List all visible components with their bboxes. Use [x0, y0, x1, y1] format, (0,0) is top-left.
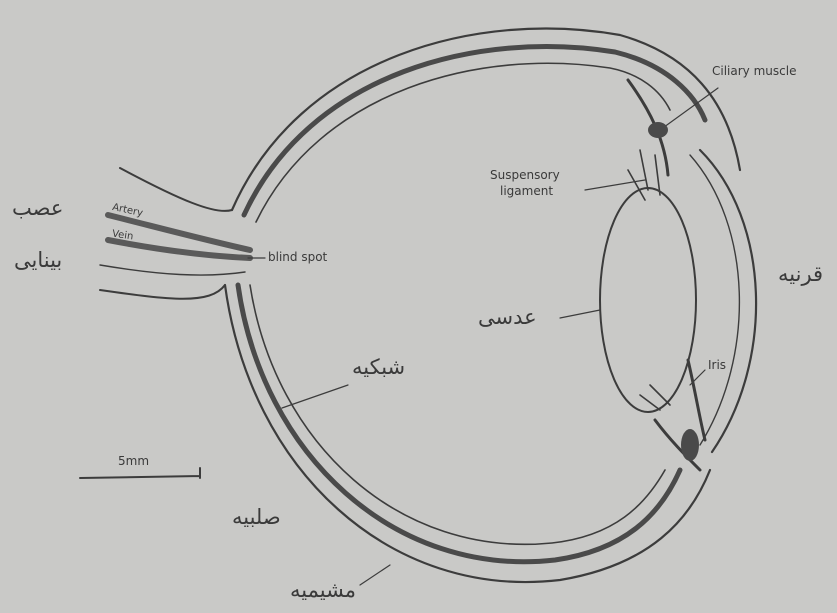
cornea-outer	[700, 150, 756, 452]
label-suspensory-line2: ligament	[500, 184, 553, 198]
label-cornea: قرنیه	[778, 262, 823, 286]
lens-shape	[600, 188, 696, 412]
label-iris: Iris	[708, 358, 726, 372]
label-retina: شبکیه	[352, 355, 405, 379]
leader-retina	[282, 385, 348, 408]
label-sclera: صلبیه	[232, 505, 281, 529]
retina-layer	[256, 63, 670, 222]
leader-choroid	[360, 565, 390, 585]
label-choroid: مشیمیه	[290, 578, 356, 602]
suspensory-ligament-lower	[640, 385, 670, 410]
label-lens: عدسی	[478, 305, 537, 329]
optic-nerve-lower-sheath	[100, 285, 225, 299]
label-ciliary-muscle: Ciliary muscle	[712, 64, 796, 78]
optic-nerve-upper-sheath	[120, 168, 232, 211]
retina-layer-lower	[250, 285, 665, 544]
label-scale: 5mm	[118, 454, 149, 468]
label-blind-spot: blind spot	[268, 250, 327, 264]
scale-bar	[80, 468, 200, 478]
optic-fiber	[100, 265, 245, 275]
choroid-layer	[244, 47, 705, 215]
sclera-outline	[232, 29, 740, 210]
leader-lens	[560, 310, 600, 318]
label-optic-nerve-line1: عصب	[12, 196, 63, 220]
label-suspensory-line1: Suspensory	[490, 168, 560, 182]
label-optic-nerve-line2: بینایی	[14, 248, 62, 272]
